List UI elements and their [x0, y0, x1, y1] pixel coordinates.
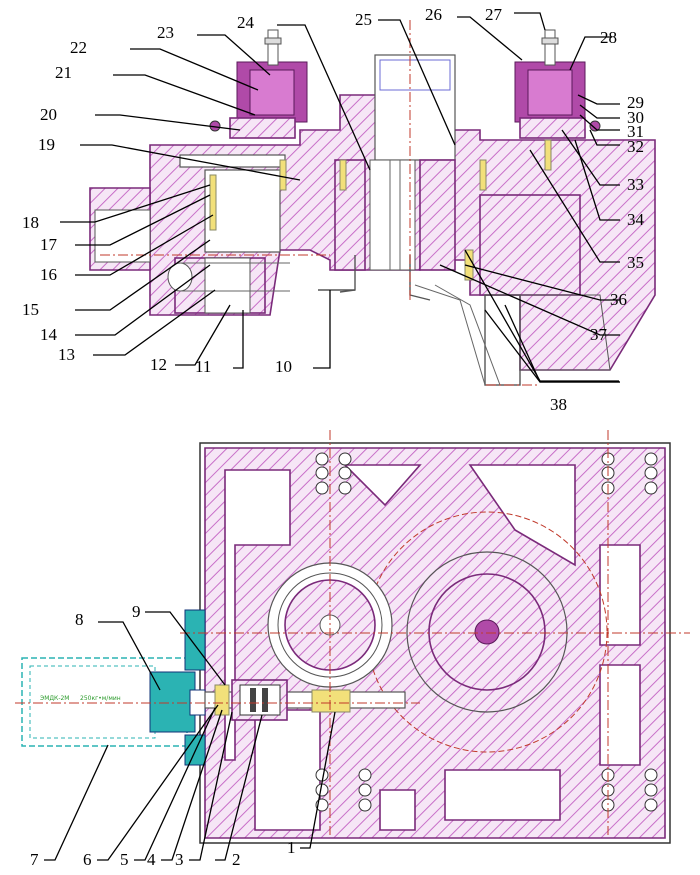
motor: ЭМДК-2М 250кг•м/мин — [21, 609, 206, 766]
callout-2: 2 — [232, 850, 241, 869]
callout-29: 29 — [627, 93, 644, 112]
callout-4: 4 — [147, 850, 156, 869]
motor-text-right: 250кг•м/мин — [80, 695, 121, 702]
callout-labels: 28 27 26 25 24 23 22 21 20 19 18 17 16 1… — [22, 5, 645, 869]
callout-11: 11 — [195, 357, 211, 376]
callout-37: 37 — [590, 325, 608, 344]
callout-8: 8 — [75, 610, 84, 629]
callout-38: 38 — [550, 395, 567, 414]
callout-5: 5 — [120, 850, 129, 869]
callout-leaders — [44, 12, 620, 861]
bolt-group-top-left — [315, 452, 352, 495]
callout-33: 33 — [627, 175, 644, 194]
callout-31: 31 — [627, 122, 644, 141]
plan-view-bottom: ЭМДК-2М 250кг•м/мин — [15, 430, 690, 844]
callout-9: 9 — [132, 602, 141, 621]
section-view-top — [89, 20, 656, 386]
callout-35: 35 — [627, 253, 644, 272]
callout-15: 15 — [22, 300, 39, 319]
callout-1: 1 — [287, 838, 296, 857]
callout-19: 19 — [38, 135, 55, 154]
callout-24: 24 — [237, 13, 255, 32]
callout-34: 34 — [627, 210, 645, 229]
callout-26: 26 — [425, 5, 442, 24]
callout-23: 23 — [157, 23, 174, 42]
callout-12: 12 — [150, 355, 167, 374]
callout-10: 10 — [275, 357, 292, 376]
bolt-group-bottom-left — [315, 768, 372, 812]
cylinder-head-left — [229, 29, 308, 139]
callout-30: 30 — [627, 108, 644, 127]
cylinder-bore — [204, 169, 281, 253]
callout-32: 32 — [627, 137, 644, 156]
callout-21: 21 — [55, 63, 72, 82]
callout-25: 25 — [355, 10, 372, 29]
callout-14: 14 — [40, 325, 58, 344]
callout-36: 36 — [610, 290, 627, 309]
callout-20: 20 — [40, 105, 57, 124]
callout-3: 3 — [175, 850, 184, 869]
callout-16: 16 — [40, 265, 57, 284]
callout-17: 17 — [40, 235, 58, 254]
callout-7: 7 — [30, 850, 39, 869]
callout-18: 18 — [22, 213, 39, 232]
callout-28: 28 — [600, 28, 617, 47]
callout-13: 13 — [58, 345, 75, 364]
callout-27: 27 — [485, 5, 503, 24]
cylinder-head-right — [514, 29, 586, 139]
motor-text-left: ЭМДК-2М — [40, 695, 69, 702]
callout-6: 6 — [83, 850, 92, 869]
worm — [311, 689, 351, 713]
callout-22: 22 — [70, 38, 87, 57]
